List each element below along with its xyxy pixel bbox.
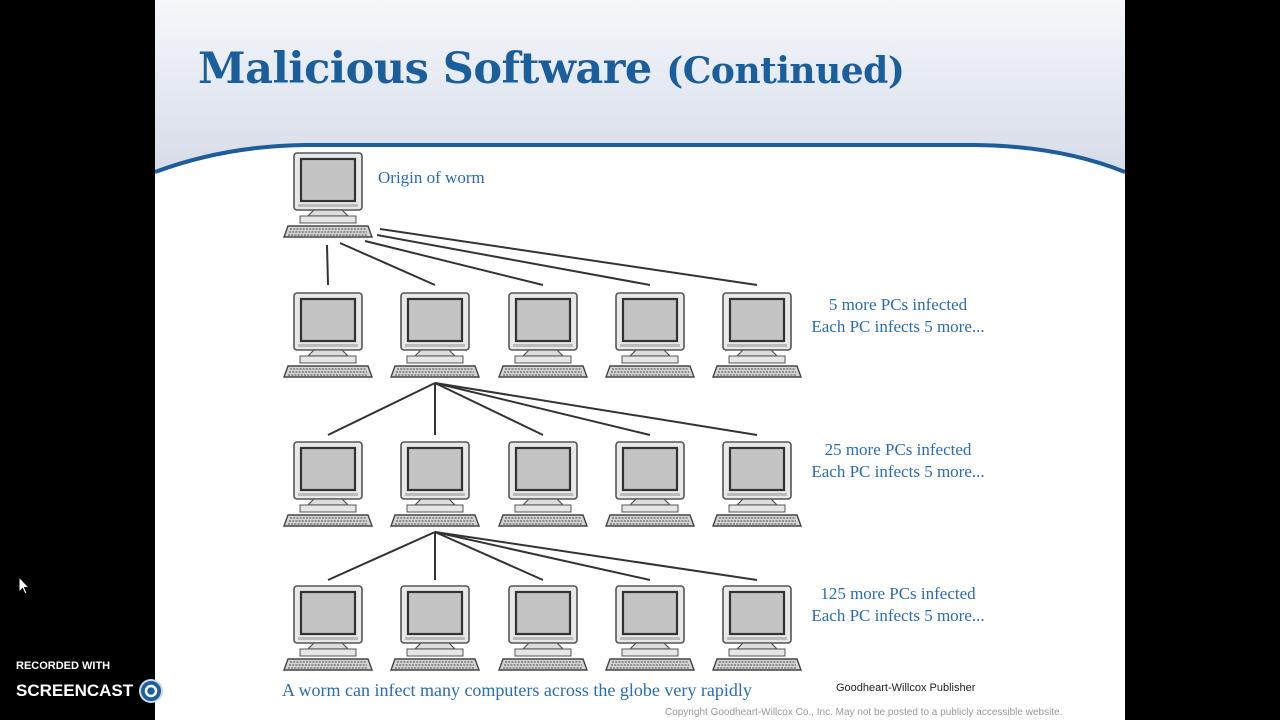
screencast-watermark: RECORDED WITH SCREENCAST MATIC [16, 660, 246, 710]
publisher-credit: Goodheart-Willcox Publisher [836, 682, 976, 694]
level-1-count: 5 more PCs infected [828, 295, 968, 314]
computer-icon [282, 440, 374, 528]
computer-icon [497, 584, 589, 672]
level-3-note: Each PC infects 5 more... [811, 606, 985, 625]
level-2-note: Each PC infects 5 more... [811, 462, 985, 481]
computer-icon [604, 440, 696, 528]
infection-link [326, 244, 329, 286]
slide-title: Malicious Software (Continued) [198, 44, 905, 94]
brand-left-text: SCREENCAST [16, 681, 134, 700]
computer-icon [497, 440, 589, 528]
infection-link [376, 234, 651, 286]
level-2-label: 25 more PCs infected Each PC infects 5 m… [798, 439, 998, 483]
screencast-brand: SCREENCAST MATIC [16, 679, 219, 703]
computer-icon [282, 291, 374, 379]
computer-icon [389, 584, 481, 672]
computer-icon [389, 440, 481, 528]
computer-icon [497, 291, 589, 379]
slide: Malicious Software (Continued) Origin o [155, 0, 1125, 720]
computer-icon [711, 584, 803, 672]
recorded-with-text: RECORDED WITH [16, 660, 111, 672]
computer-icon [711, 440, 803, 528]
level-3-count: 125 more PCs infected [820, 584, 976, 603]
computer-icon [389, 291, 481, 379]
infection-link [434, 382, 651, 436]
copyright-notice: Copyright Goodheart-Willcox Co., Inc. Ma… [665, 707, 1063, 718]
slide-title-sub: (Continued) [666, 50, 905, 92]
slide-title-main: Malicious Software [198, 44, 652, 94]
infection-link [364, 240, 544, 286]
computers [282, 151, 803, 672]
infection-link [379, 228, 758, 286]
origin-label: Origin of worm [378, 168, 485, 187]
computer-icon [604, 291, 696, 379]
diagram-caption: A worm can infect many computers across … [282, 680, 752, 700]
worm-propagation-diagram [282, 151, 803, 672]
level-3-label: 125 more PCs infected Each PC infects 5 … [798, 583, 998, 627]
level-1-note: Each PC infects 5 more... [811, 317, 985, 336]
brand-right-text: MATIC [166, 681, 219, 700]
computer-icon [711, 291, 803, 379]
screencast-logo-icon [139, 679, 164, 703]
infection-link [327, 382, 436, 436]
infection-link [434, 531, 544, 581]
level-1-label: 5 more PCs infected Each PC infects 5 mo… [798, 294, 998, 338]
computer-icon [282, 584, 374, 672]
infection-link [327, 531, 436, 581]
slide-header-background [155, 0, 1125, 175]
infection-link [434, 531, 758, 581]
computer-icon [604, 584, 696, 672]
computer-icon [282, 151, 374, 239]
infection-link [434, 531, 651, 581]
infection-links [326, 228, 758, 581]
infection-link [339, 242, 436, 286]
level-2-count: 25 more PCs infected [824, 440, 972, 459]
infection-link [434, 382, 758, 436]
mouse-cursor-icon [18, 576, 31, 595]
infection-link [434, 382, 544, 436]
